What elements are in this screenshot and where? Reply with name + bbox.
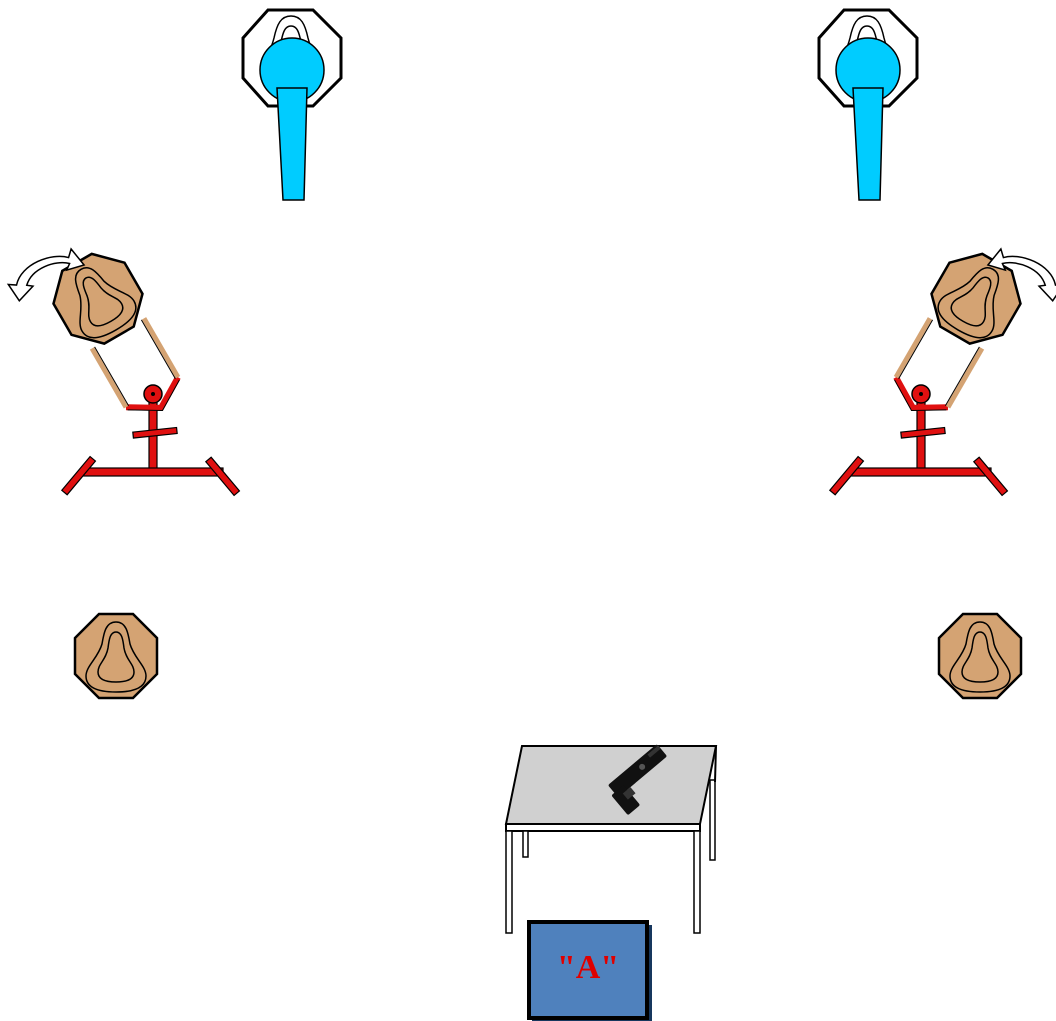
start-position-label: "A" [557, 949, 619, 986]
table [504, 745, 718, 934]
swinging-target-right [829, 242, 1056, 497]
start-position-box: "A" [527, 920, 652, 1021]
pistol-icon [608, 744, 667, 815]
no-shoot-target-left [241, 8, 343, 202]
swinging-target-left [3, 242, 241, 497]
paper-target-right [937, 612, 1023, 700]
paper-target-left [73, 612, 159, 700]
no-shoot-target-right [817, 8, 919, 202]
